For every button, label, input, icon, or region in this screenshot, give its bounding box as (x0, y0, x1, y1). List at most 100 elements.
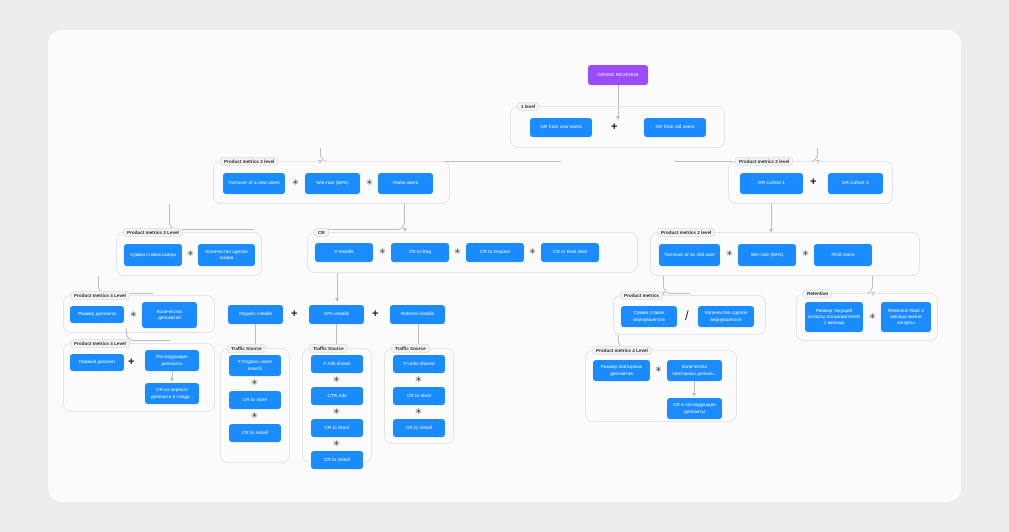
node-subsequent-deposits[interactable]: Последующие депозиты (145, 350, 199, 371)
connector-cohort1-down (771, 204, 772, 231)
operator-multiply-cr-2: ✳ (454, 247, 461, 256)
operator-plus-first-deposit: + (128, 356, 135, 368)
group-first-deposit-4-level: Product metrics 4 Level (63, 339, 215, 412)
node-sum-stakes-returning[interactable]: Сумма ставок вернувшегося (621, 306, 677, 327)
connector-cpa-down (336, 324, 337, 347)
node-cr-to-reg[interactable]: CR to Reg (391, 243, 449, 262)
node-cpa-installs[interactable]: CPA installs (309, 305, 364, 324)
arrow-cohort1-down (768, 229, 773, 233)
operator-multiply-old-2: ✳ (802, 249, 809, 258)
node-deals-count-returning[interactable]: Количество сделок вернувшегося (698, 306, 754, 327)
node-win-rate-60[interactable]: Win-rate (60%) (305, 173, 360, 194)
arrow-to-cr (402, 228, 407, 232)
group-label-level-1: 1 level (517, 102, 540, 112)
group-traffic-organic: Traffic Source (220, 344, 290, 463)
node-referral-cr-to-install[interactable]: CR to install (393, 419, 445, 437)
node-links-shared[interactable]: # Links shared (393, 355, 445, 373)
node-ctr-ads[interactable]: CTR Ads (311, 387, 363, 405)
node-deposit-count[interactable]: Количество депозитов (142, 302, 197, 328)
operator-multiply-organic-2: ✳ (251, 411, 258, 420)
arrow-to-new-users-2level (317, 160, 322, 164)
arrow-root-down (615, 116, 620, 120)
group-label-new-users-2-level: Product metrics 2 level (220, 157, 279, 167)
node-gross-revenue[interactable]: GROSS REVENUE (588, 65, 648, 85)
group-cr: CR (307, 228, 638, 273)
operator-multiply-referral-1: ✳ (415, 375, 422, 384)
connector-turnover-to-3level (169, 204, 254, 230)
node-old-users-count[interactable]: #Old users (814, 244, 872, 266)
operator-multiply-cpa-2: ✳ (333, 407, 340, 416)
node-repeat-deposit-count[interactable]: Количество повторных депози... (667, 360, 722, 381)
node-turnover-new-users[interactable]: Turnover of a new users (223, 173, 285, 194)
operator-plus-cohorts: + (810, 176, 817, 188)
operator-multiply-repeat-deposits: ✳ (655, 365, 662, 374)
operator-multiply-cpa-1: ✳ (333, 375, 340, 384)
node-gr-cohort-x[interactable]: GR Cohort X (828, 173, 883, 194)
connector-installs-down (337, 273, 338, 300)
node-gr-from-new-users[interactable]: GR from new users (530, 118, 592, 137)
node-organic-installs[interactable]: Organic installs (228, 305, 283, 324)
node-ads-shown[interactable]: # Ads shown (311, 355, 363, 373)
operator-multiply-retention: ✳ (869, 312, 876, 321)
arrow-installs-down (334, 298, 339, 302)
connector-referral-down (418, 324, 419, 347)
operator-multiply-cr-3: ✳ (529, 247, 536, 256)
node-cr-to-subsequent-deposits[interactable]: CR в последующие депозиты (667, 398, 722, 419)
node-deals-count-user[interactable]: Количество сделок юзера (198, 244, 255, 266)
connector-repeat-count-down (694, 381, 695, 395)
group-label-cr: CR (314, 228, 329, 238)
node-organic-cr-to-install[interactable]: CR to install (229, 424, 281, 442)
operator-multiply-old-1: ✳ (726, 249, 733, 258)
node-new-users-count[interactable]: #New users (378, 173, 433, 194)
arrow-repeat-count-down (691, 393, 696, 397)
node-referral-cr-to-store[interactable]: CR to store (393, 387, 445, 405)
node-deposit-size[interactable]: Размер депозита (70, 306, 124, 323)
group-level-1: 1 level (510, 102, 725, 148)
group-new-users-2-level: Product metrics 2 level (213, 157, 450, 204)
operator-multiply-3level: ✳ (187, 249, 194, 258)
node-referral-installs[interactable]: Referral installs (390, 305, 445, 324)
node-cr-first-to-next-deposit[interactable]: CR из первого депозита в следу... (145, 383, 199, 404)
diagram-canvas: GROSS REVENUE 1 level GR from new users … (48, 30, 961, 502)
connector-deposit-count-down (126, 328, 170, 341)
operator-multiply-cr-1: ✳ (379, 247, 386, 256)
node-retention-rate-2m[interactable]: Retention Rate 2 месяца жизни когорты (881, 302, 931, 332)
operator-plus-level1: + (611, 121, 618, 133)
node-first-deposit[interactable]: Первый депозит (70, 354, 124, 371)
connector-oldusers-to-retention (843, 276, 873, 294)
group-label-old-users-2-level: Product metrics 2 level (657, 228, 716, 238)
group-label-traffic-organic: Traffic Source (227, 344, 266, 354)
node-gr-from-old-users[interactable]: GR from old users (644, 118, 706, 137)
node-repeat-deposit-size[interactable]: Размер повторных депозитов (593, 360, 650, 381)
operator-multiply-deposits: ✳ (130, 310, 137, 319)
group-label-traffic-cpa: Traffic Source (309, 344, 348, 354)
node-cpa-cr-to-store[interactable]: CR to Store (311, 419, 363, 437)
connector-new-users-branch (320, 148, 561, 162)
group-repeat-deposits-4-level: Product metrics 4 Level (585, 346, 737, 422)
group-returning-metrics: Product metrics (613, 291, 766, 335)
operator-multiply-new-2: ✳ (366, 178, 373, 187)
node-win-rate-50[interactable]: Win-rate (50%) (738, 244, 796, 266)
group-label-returning-metrics: Product metrics (620, 291, 663, 301)
node-cpa-cr-to-install[interactable]: CR to install (311, 451, 363, 469)
group-deposits-4-level: Product metrics 4 Level (63, 291, 215, 333)
operator-divide-returning: / (685, 308, 689, 323)
operator-multiply-organic-1: ✳ (251, 378, 258, 387)
node-organic-cr-to-store[interactable]: CR to store (229, 391, 281, 409)
node-organic-users-search[interactable]: # Organic users search (229, 355, 281, 376)
node-turnover-old-user[interactable]: Turnover of an Old user (659, 244, 720, 266)
connector-root-to-level1 (618, 85, 619, 118)
node-current-cohort-size[interactable]: Размер текущей когорты пользователей 1 м… (805, 302, 863, 332)
node-cr-to-deposit[interactable]: CR to Deposit (466, 243, 524, 262)
connector-turnover-old-to-metrics (663, 276, 690, 294)
node-sum-stakes-user[interactable]: Сумма ставок юзера (124, 244, 182, 266)
group-label-retention: Retention (803, 289, 833, 299)
node-cr-to-real-deal[interactable]: CR to Real deal (541, 243, 599, 262)
node-installs[interactable]: # Installs (315, 243, 373, 262)
group-label-metrics-3-level: Product metrics 3 Level (123, 228, 183, 238)
operator-plus-installs-1: + (291, 308, 298, 320)
node-gr-cohort-1[interactable]: GR Cohort 1 (740, 173, 803, 194)
connector-organic-down (255, 324, 256, 347)
group-old-users-2-level: Product metrics 2 level (650, 228, 920, 276)
group-retention: Retention (796, 289, 938, 341)
